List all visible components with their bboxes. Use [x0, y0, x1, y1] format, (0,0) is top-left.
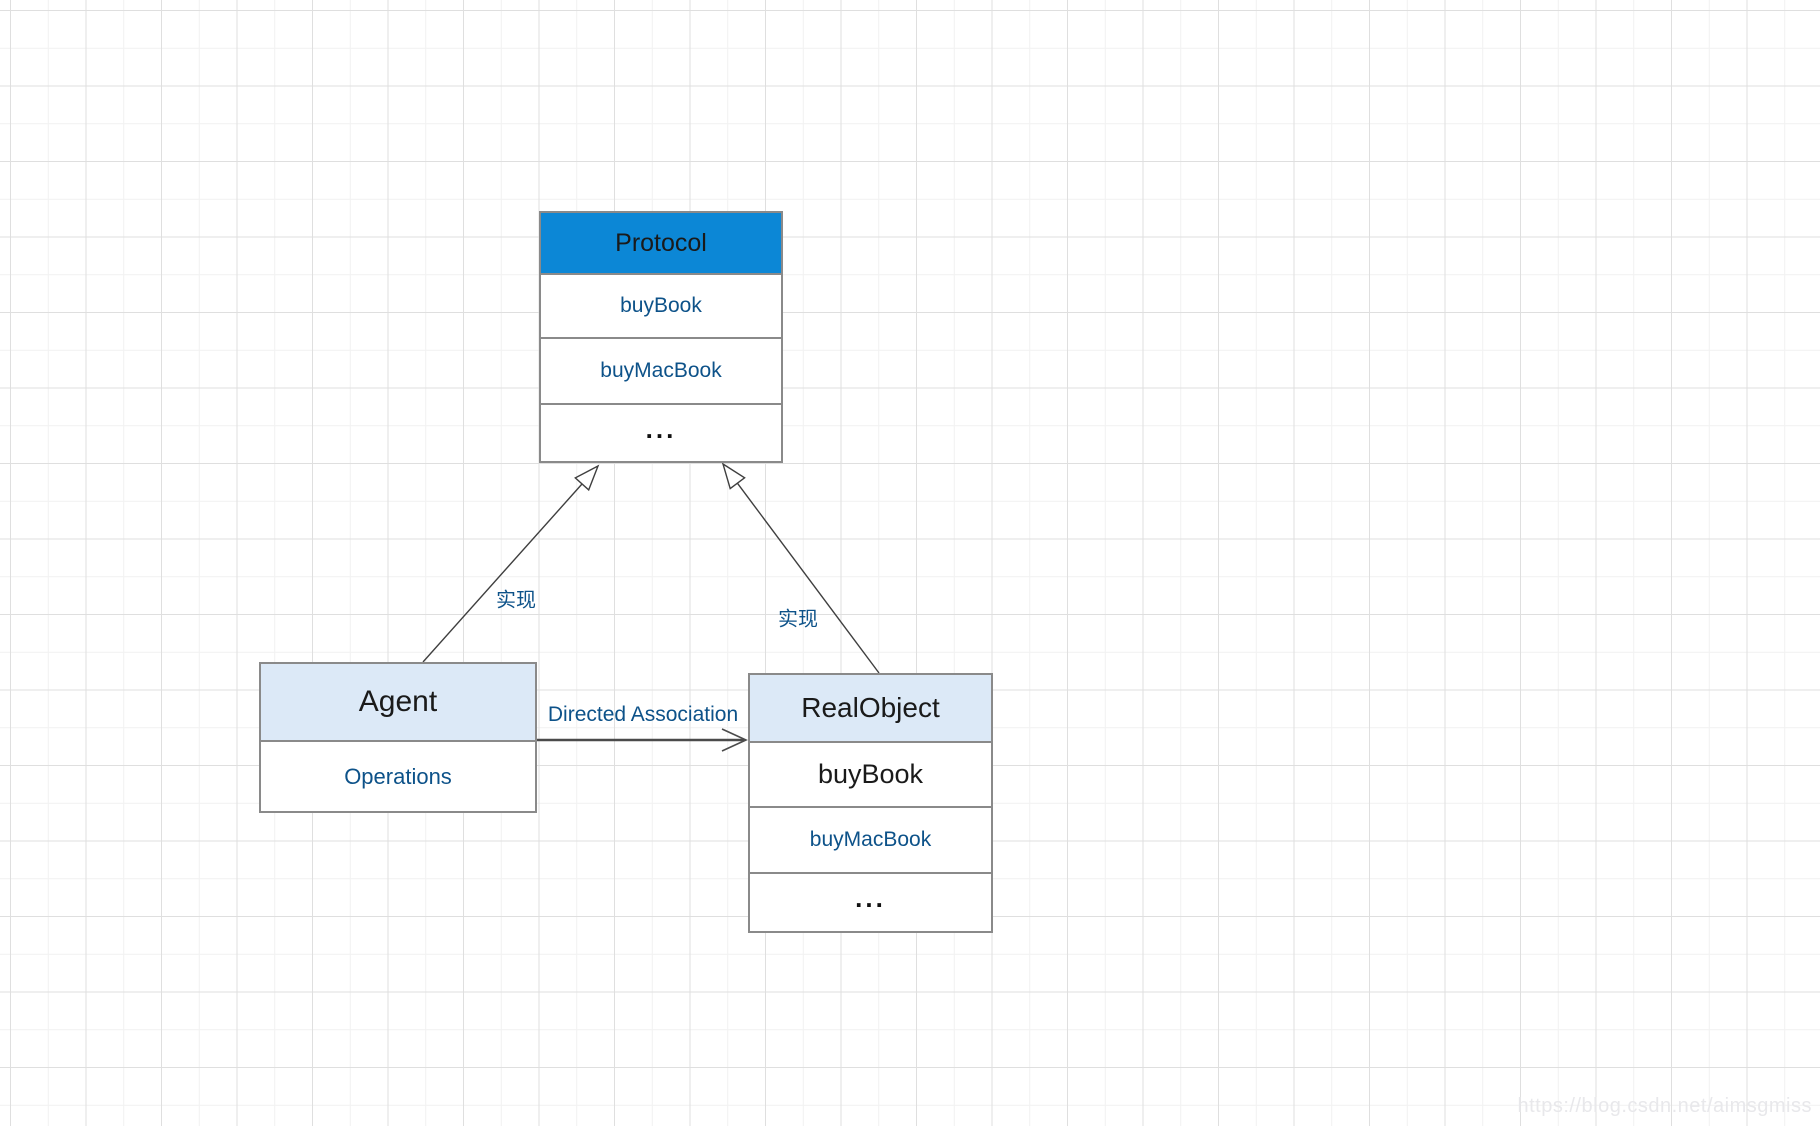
class-title-agent[interactable]: Agent — [261, 664, 535, 740]
class-member[interactable]: buyMacBook — [541, 337, 781, 403]
class-member[interactable]: buyMacBook — [750, 806, 991, 872]
edge-label-realize-agent[interactable]: 实现 — [496, 589, 536, 612]
association-edge-agent-realobject — [537, 728, 748, 752]
class-title-protocol[interactable]: Protocol — [541, 213, 781, 273]
class-box-protocol[interactable]: Protocol buyBook buyMacBook ... — [539, 211, 783, 463]
hollow-triangle-arrowhead — [574, 464, 600, 492]
edge-label-directed-association[interactable]: Directed Association — [547, 703, 739, 726]
class-member-ellipsis[interactable]: ... — [541, 403, 781, 461]
realization-edge-realobject-protocol — [721, 462, 880, 674]
class-member[interactable]: Operations — [261, 740, 535, 811]
hollow-triangle-arrowhead — [721, 462, 746, 490]
class-box-realobject[interactable]: RealObject buyBook buyMacBook ... — [748, 673, 993, 933]
watermark-url: https://blog.csdn.net/aimsgmiss — [1517, 1095, 1812, 1117]
class-member-ellipsis[interactable]: ... — [750, 872, 991, 931]
realization-edge-agent-protocol — [422, 464, 600, 663]
class-member[interactable]: buyBook — [541, 273, 781, 337]
class-member[interactable]: buyBook — [750, 741, 991, 806]
open-arrowhead — [721, 728, 748, 752]
class-title-realobject[interactable]: RealObject — [750, 675, 991, 741]
edge-label-realize-realobject[interactable]: 实现 — [778, 608, 818, 631]
class-box-agent[interactable]: Agent Operations — [259, 662, 537, 813]
